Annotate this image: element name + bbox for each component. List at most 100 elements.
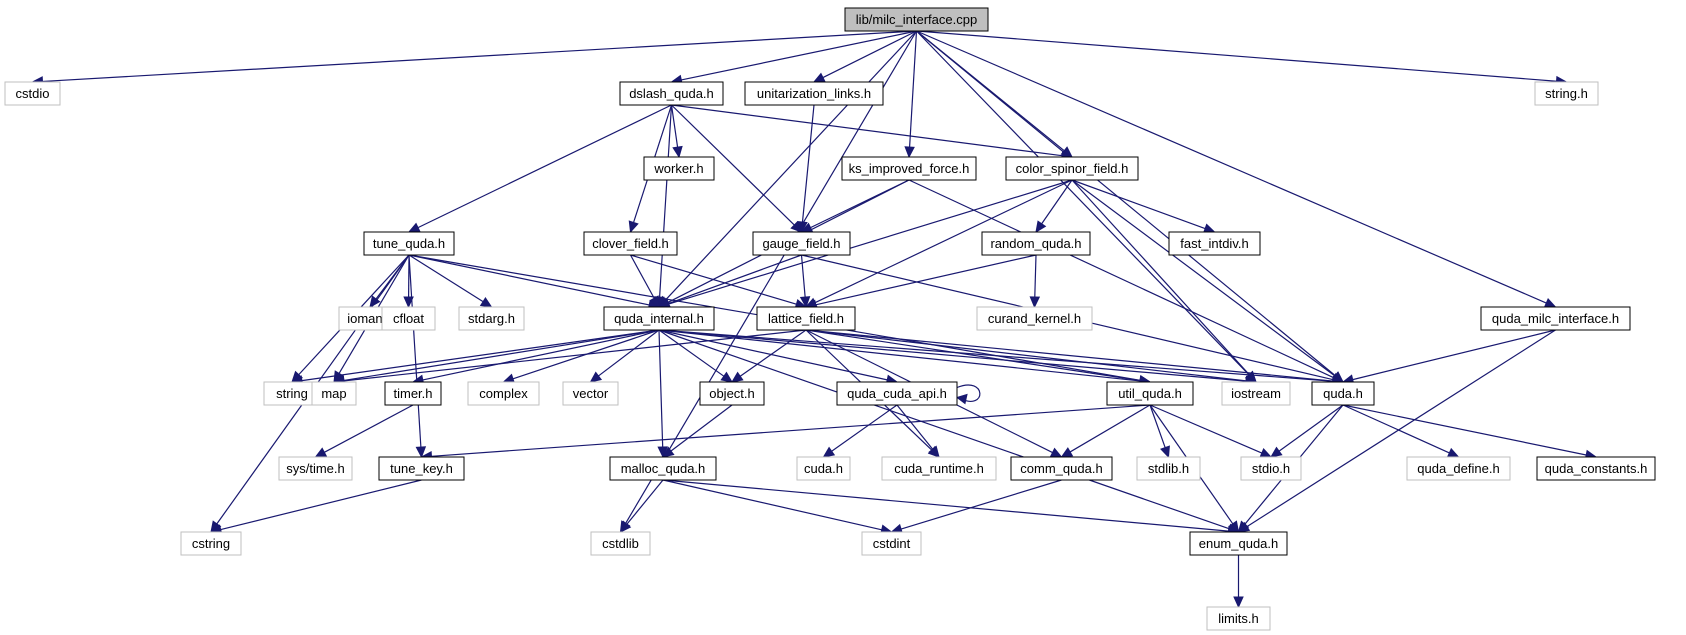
- node-dslash-quda-h[interactable]: dslash_quda.h: [619, 81, 724, 106]
- node-box: [467, 381, 540, 406]
- node-unitarization-links-h[interactable]: unitarization_links.h: [744, 81, 884, 106]
- node-label: timer.h: [393, 386, 432, 401]
- node-worker-h[interactable]: worker.h: [643, 156, 715, 181]
- edge-line: [658, 329, 725, 377]
- node-timer-h[interactable]: timer.h: [384, 381, 442, 406]
- node-quda-cuda-api-h[interactable]: quda_cuda_api.h: [836, 381, 958, 406]
- node-box: [609, 456, 717, 481]
- node-box: [981, 231, 1091, 256]
- node-random-quda-h[interactable]: random_quda.h: [981, 231, 1091, 256]
- edge-line: [916, 30, 1336, 377]
- node-cstring: cstring: [180, 531, 242, 556]
- edge-quda_cuda_api_h-to-cuda_runtime_h: [896, 404, 940, 458]
- edge-arrowhead: [479, 296, 493, 308]
- node-box: [562, 381, 619, 406]
- edge-line: [659, 104, 673, 298]
- node-fast-intdiv-h[interactable]: fast_intdiv.h: [1168, 231, 1261, 256]
- edge-dslash_quda_h-to-color_spinor_field_h: [671, 104, 1074, 161]
- node-ks-improved-force-h[interactable]: ks_improved_force.h: [841, 156, 977, 181]
- node-label: sys/time.h: [286, 461, 345, 476]
- node-label: lattice_field.h: [768, 311, 844, 326]
- node-box: [643, 156, 715, 181]
- node-quda-define-h: quda_define.h: [1406, 456, 1511, 481]
- node-util-quda-h[interactable]: util_quda.h: [1106, 381, 1194, 406]
- edge-line: [805, 329, 1141, 382]
- node-label: ks_improved_force.h: [849, 161, 970, 176]
- node-label: lib/milc_interface.cpp: [856, 12, 977, 27]
- node-label: string.h: [1545, 86, 1588, 101]
- node-comm-quda-h[interactable]: comm_quda.h: [1010, 456, 1113, 481]
- node-clover-field-h[interactable]: clover_field.h: [583, 231, 678, 256]
- edge-arrowhead: [1060, 447, 1074, 458]
- node-iostream: iostream: [1221, 381, 1291, 406]
- edge-arrowhead: [1160, 445, 1170, 459]
- node-box: [1536, 456, 1656, 481]
- node-label: cfloat: [393, 311, 424, 326]
- node-box: [1534, 81, 1599, 106]
- node-gauge-field-h[interactable]: gauge_field.h: [752, 231, 851, 256]
- edge-arrowhead: [589, 371, 603, 383]
- node-color-spinor-field-h[interactable]: color_spinor_field.h: [1005, 156, 1139, 181]
- edge-line: [625, 30, 918, 524]
- node-label: malloc_quda.h: [621, 461, 706, 476]
- node-quda-internal-h[interactable]: quda_internal.h: [603, 306, 715, 331]
- node-label: vector: [573, 386, 609, 401]
- node-label: cstring: [192, 536, 230, 551]
- node-label: fast_intdiv.h: [1180, 236, 1248, 251]
- node-tune-quda-h[interactable]: tune_quda.h: [363, 231, 455, 256]
- edge-line: [658, 329, 664, 448]
- edge-arrowhead: [1233, 596, 1244, 609]
- node-box: [384, 381, 442, 406]
- edge-arrowhead: [1029, 296, 1041, 309]
- node-enum-quda-h[interactable]: enum_quda.h: [1189, 531, 1288, 556]
- node-label: stdio.h: [1252, 461, 1290, 476]
- node-milc-interface-cpp[interactable]: lib/milc_interface.cpp: [844, 7, 989, 32]
- edge-arrowhead: [619, 520, 632, 533]
- edge-line: [408, 254, 650, 306]
- edge-line: [1149, 404, 1166, 448]
- edge-line: [1041, 179, 1073, 225]
- node-box: [1136, 456, 1201, 481]
- edge-line: [916, 30, 1250, 376]
- edge-arrowhead: [812, 72, 826, 83]
- node-lattice-field-h[interactable]: lattice_field.h: [756, 306, 856, 331]
- edge-line: [801, 104, 815, 223]
- edge-line: [814, 179, 1073, 304]
- edge-color_spinor_field_h-to-random_quda_h: [1035, 179, 1073, 234]
- node-label: stdarg.h: [468, 311, 515, 326]
- node-quda-constants-h[interactable]: quda_constants.h: [1536, 456, 1656, 481]
- edge-line: [815, 254, 1037, 306]
- node-box: [4, 81, 61, 106]
- node-malloc-quda-h[interactable]: malloc_quda.h: [609, 456, 717, 481]
- edge-quda_internal_h-to-malloc_quda_h: [657, 329, 668, 459]
- node-quda-h[interactable]: quda.h: [1311, 381, 1375, 406]
- edge-random_quda_h-to-curand_kernel_h: [1029, 254, 1041, 309]
- edge-arrowhead: [314, 447, 328, 458]
- node-box: [976, 306, 1093, 331]
- node-tune-key-h[interactable]: tune_key.h: [378, 456, 465, 481]
- node-label: iostream: [1231, 386, 1281, 401]
- edge-arrowhead: [928, 445, 940, 458]
- edge-line: [343, 329, 807, 382]
- node-box: [1189, 531, 1288, 556]
- node-limits-h: limits.h: [1206, 606, 1271, 631]
- edge-line: [658, 329, 1141, 382]
- edge-line: [417, 104, 672, 229]
- node-box: [881, 456, 997, 481]
- node-object-h[interactable]: object.h: [699, 381, 765, 406]
- edge-unitarization_links_h-to-gauge_field_h: [797, 104, 815, 234]
- edge-line: [1071, 179, 1250, 376]
- node-label: curand_kernel.h: [988, 311, 1081, 326]
- node-sys-time-h: sys/time.h: [278, 456, 353, 481]
- edge-quda_cuda_api_h-to-cuda_h: [822, 404, 898, 458]
- node-box: [796, 456, 851, 481]
- node-label: limits.h: [1218, 611, 1258, 626]
- node-box: [752, 231, 851, 256]
- node-box: [1168, 231, 1261, 256]
- node-label: unitarization_links.h: [757, 86, 871, 101]
- node-box: [363, 231, 455, 256]
- node-label: quda.h: [1323, 386, 1363, 401]
- edge-tune_quda_h-to-cfloat: [403, 254, 414, 309]
- node-quda-milc-interface-h[interactable]: quda_milc_interface.h: [1480, 306, 1631, 331]
- edge-tune_quda_h-to-stdarg_h: [408, 254, 493, 308]
